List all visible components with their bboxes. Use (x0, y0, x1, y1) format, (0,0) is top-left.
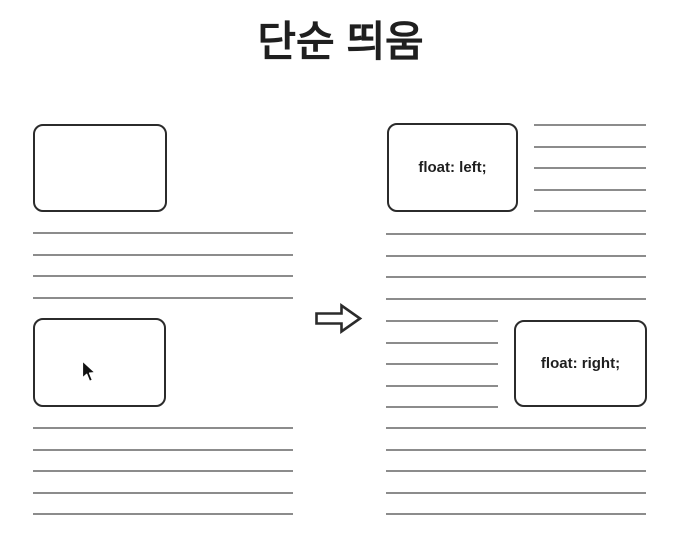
text-line (33, 491, 293, 494)
before-static-box-top (33, 124, 167, 212)
text-line (386, 470, 646, 472)
after-text-lines-full-middle (386, 233, 646, 300)
text-line (33, 232, 293, 234)
after-text-lines-beside-float-left (534, 124, 646, 212)
float-right-label: float: right; (540, 355, 621, 372)
text-line (33, 427, 293, 429)
after-text-lines-beside-float-right (386, 320, 498, 408)
text-line (386, 384, 498, 387)
text-line (33, 296, 293, 299)
text-line (386, 427, 646, 429)
float-right-box: float: right; (514, 320, 647, 407)
right-arrow-icon (315, 302, 363, 335)
text-line (386, 491, 646, 494)
before-static-box-bottom (33, 318, 166, 407)
text-line (534, 145, 646, 148)
text-line (386, 513, 646, 515)
text-line (386, 276, 646, 278)
text-line (386, 363, 498, 365)
text-line (386, 320, 498, 322)
mouse-pointer-icon (81, 360, 96, 382)
text-line (386, 233, 646, 235)
text-line (33, 448, 293, 451)
before-text-lines-bottom (33, 427, 293, 515)
text-line (534, 124, 646, 126)
text-line (386, 254, 646, 257)
float-left-label: float: left; (418, 159, 487, 176)
text-line (33, 253, 293, 256)
text-line (386, 297, 646, 300)
text-line (386, 406, 498, 408)
text-line (33, 513, 293, 515)
before-text-lines-middle (33, 232, 293, 299)
text-line (33, 275, 293, 277)
text-line (534, 167, 646, 169)
text-line (534, 210, 646, 212)
float-left-box: float: left; (387, 123, 518, 212)
text-line (534, 188, 646, 191)
text-line (33, 470, 293, 472)
text-line (386, 341, 498, 344)
text-line (386, 448, 646, 451)
after-text-lines-full-bottom (386, 427, 646, 515)
page-title: 단순 띄움 (257, 18, 424, 65)
